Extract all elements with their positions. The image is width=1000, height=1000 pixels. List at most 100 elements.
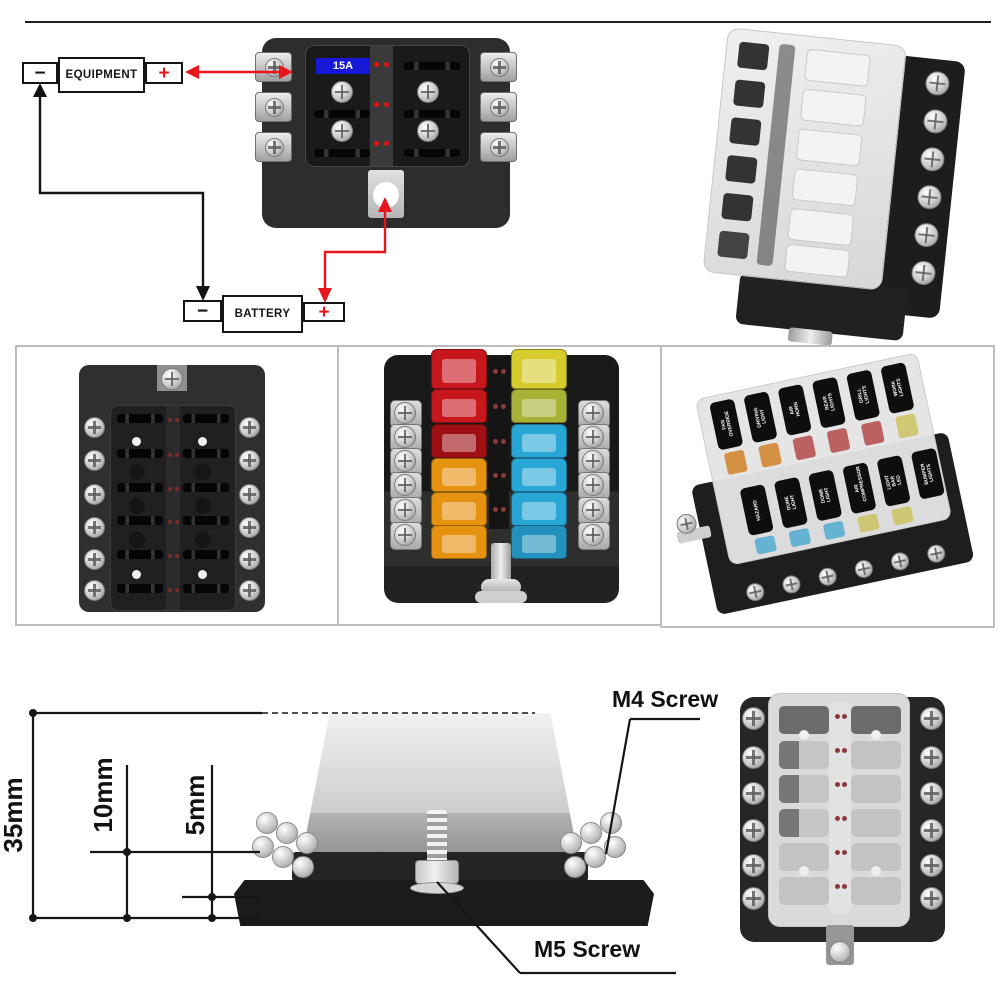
led-hole: [501, 473, 506, 478]
led-hole: [493, 439, 498, 444]
fuse-silhouette: [729, 117, 762, 147]
circuit-label-sticker: HAZARD: [739, 483, 774, 537]
power-stud: [491, 543, 511, 585]
terminal-screw: [84, 549, 105, 570]
terminal-screw: [564, 856, 586, 878]
led-indicator: [175, 520, 179, 524]
fuse-silhouette: [721, 192, 754, 222]
minus-sign: −: [34, 62, 46, 84]
screw-icon: [265, 98, 284, 117]
minus-sign: −: [196, 300, 209, 322]
fuse-red: [431, 424, 487, 458]
terminal-screw: [239, 417, 260, 438]
empty-slot: [791, 167, 859, 207]
fuse-slot: [851, 877, 901, 905]
terminal-screw: [582, 402, 604, 424]
circuit-label-text: HAZARD: [751, 499, 762, 521]
led-strip: [370, 46, 393, 166]
terminal-screw: [276, 822, 298, 844]
terminal-screw: [920, 707, 943, 730]
terminal-lug: [480, 92, 517, 122]
dark-hole: [129, 532, 145, 548]
led-hole: [493, 404, 498, 409]
plus-sign: +: [318, 301, 330, 323]
led-strip: [166, 406, 180, 610]
photo-covered-unit-angled: [697, 27, 986, 348]
led-indicator: [168, 520, 172, 524]
circuit-label-sticker: DRIVING LIGHT: [743, 391, 778, 444]
fuse-slot: [117, 414, 163, 423]
led-hole: [493, 473, 498, 478]
terminal-screw: [742, 707, 765, 730]
fuse-slot: [117, 483, 163, 492]
led-hole: [501, 507, 506, 512]
dark-hole: [129, 498, 145, 514]
fuse-slot: [183, 584, 229, 593]
terminal-screw: [239, 450, 260, 471]
terminal-lug: [255, 92, 292, 122]
fuse-silhouette: [717, 230, 750, 260]
translucent-cover: [768, 693, 910, 927]
led-strip: [489, 357, 509, 529]
fuse-blue: [511, 525, 567, 559]
translucent-cover: [702, 27, 908, 291]
circuit-label-sticker: AIR HORN: [777, 383, 812, 436]
fuse-window: [442, 468, 476, 486]
mount-hole: [198, 437, 207, 446]
fuse-box-illustration: 15A: [255, 38, 517, 228]
terminal-screw: [394, 499, 416, 521]
fuse-slot: [117, 449, 163, 458]
led-indicator: [374, 141, 379, 146]
led-indicator: [835, 816, 840, 821]
terminal-screw: [604, 836, 626, 858]
labeled-unit: FAN OVERRIDE DRIVING LIGHT AIR HORN REAR…: [667, 352, 987, 626]
led-indicator: [175, 588, 179, 592]
circuit-label-sticker: AIR COMPRESSOR: [842, 462, 877, 515]
led-indicator: [835, 714, 840, 719]
screw-icon: [490, 58, 509, 77]
led-indicator: [374, 62, 379, 67]
inner-panel: [110, 405, 236, 611]
led-indicator: [168, 554, 172, 558]
fuse-slot: [183, 550, 229, 559]
empty-slot: [783, 243, 851, 279]
led-indicator: [168, 453, 172, 457]
photo-panel-labeled-circuits: FAN OVERRIDE DRIVING LIGHT AIR HORN REAR…: [660, 345, 995, 628]
battery-box: BATTERY: [222, 295, 303, 333]
empty-slot: [799, 88, 867, 127]
led-indicator: [835, 748, 840, 753]
led-hole: [493, 369, 498, 374]
led-indicator: [842, 782, 847, 787]
fuse-window: [442, 535, 476, 553]
circuit-label-sticker: DOME LIGHT: [807, 469, 843, 522]
fuse-hint-yellow: [856, 513, 880, 533]
fuse-slot: [183, 483, 229, 492]
mount-hole: [799, 866, 809, 876]
battery-minus-terminal: −: [183, 300, 222, 322]
fuse-yellow: [511, 349, 567, 389]
fuse-blue: [511, 424, 567, 458]
circuit-label-sticker: WORK LIGHTS: [880, 362, 915, 415]
led-indicator: [384, 62, 389, 67]
fuse-hint-orange: [758, 442, 783, 468]
terminal-screw: [920, 782, 943, 805]
photo-panel-colored-fuses: [337, 345, 662, 626]
fuse-slot: [851, 706, 901, 734]
mount-hole: [132, 437, 141, 446]
led-strip: [829, 702, 851, 914]
terminal-screw: [296, 832, 318, 854]
terminal-screw: [742, 854, 765, 877]
circuit-label-sticker: FAN OVERRIDE: [709, 398, 744, 451]
fuse-slot: [851, 741, 901, 769]
dark-hole: [195, 464, 211, 480]
led-indicator: [835, 884, 840, 889]
led-indicator: [175, 453, 179, 457]
fuse-window: [522, 359, 556, 383]
led-hole: [501, 369, 506, 374]
mount-hole: [871, 866, 881, 876]
circuit-label-text: REAR LIGHTS: [821, 392, 836, 412]
fuse-orange: [431, 525, 487, 559]
dark-hole: [129, 464, 145, 480]
led-hole: [501, 404, 506, 409]
fuse-hint-blue: [754, 535, 778, 555]
